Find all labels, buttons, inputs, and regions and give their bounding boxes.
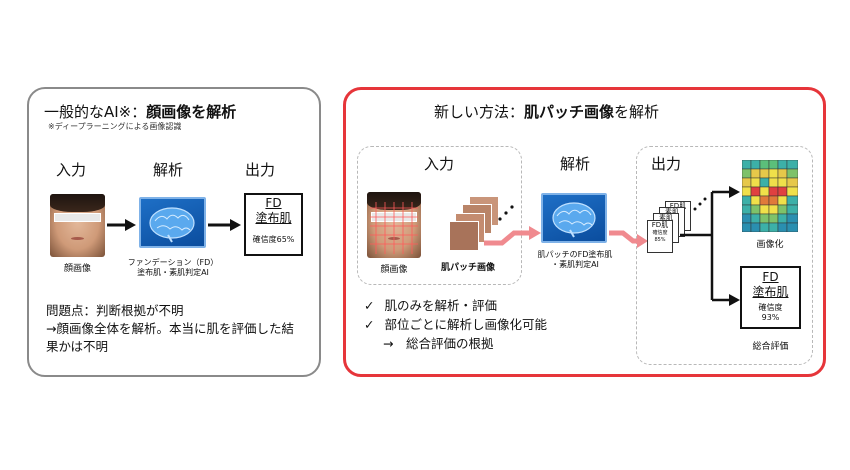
right-input-label: 入力 — [424, 155, 455, 173]
summary-conf-label: 確信度 — [758, 303, 783, 312]
heatmap-image — [742, 160, 798, 232]
skin-patch-0 — [449, 221, 479, 251]
left-face-caption: 顔画像 — [63, 264, 91, 274]
pink-arrow-2 — [609, 230, 648, 248]
result-card-1-sub: 確信度 — [652, 230, 668, 236]
right-title-bold: 肌パッチ画像 — [524, 103, 615, 121]
right-analysis-label: 解析 — [560, 155, 591, 173]
summary-result-fd: FD — [762, 270, 779, 284]
left-input-label: 入力 — [56, 161, 87, 179]
right-brain-image — [541, 193, 607, 243]
pink-arrow-1 — [484, 226, 541, 246]
right-title-normal-2: を解析 — [614, 103, 660, 121]
heatmap-grid — [742, 160, 798, 232]
check-item-2: ✓ 部位ごとに解析し画像化可能 — [364, 316, 547, 334]
grid-overlay — [370, 202, 418, 254]
check-icon: ✓ — [364, 298, 375, 313]
summary-conf-value: 93% — [761, 313, 780, 322]
brain-icon — [149, 207, 195, 243]
check-icon: ✓ — [364, 317, 375, 332]
summary-result-box — [740, 266, 801, 329]
result-card-2-label: 素肌 — [659, 214, 673, 222]
left-note: ※ディープラーニングによる画像認識 — [48, 122, 182, 131]
check-item-2-text: 部位ごとに解析し画像化可能 — [384, 317, 547, 332]
left-result-confidence: 確信度65% — [252, 235, 295, 244]
left-ai-caption-1: ファンデーション（FD） — [127, 258, 219, 267]
left-analysis-label: 解析 — [153, 161, 184, 179]
result-card-1: FD肌 確信度 85% — [647, 220, 673, 253]
left-brain-image — [139, 197, 206, 248]
left-result-type: 塗布肌 — [255, 211, 292, 225]
result-card-1-pct: 85% — [654, 237, 666, 243]
right-output-label: 出力 — [651, 155, 682, 173]
right-ai-caption-1: 肌パッチのFD塗布肌 — [537, 250, 613, 259]
summary-caption: 総合評価 — [752, 342, 789, 352]
branch-arrows — [680, 186, 740, 306]
summary-result-type: 塗布肌 — [752, 285, 789, 299]
left-result-fd: FD — [265, 196, 282, 210]
ellipsis-dots-2 — [693, 197, 707, 211]
right-ai-caption-2: ・素肌判定AI — [551, 260, 599, 269]
output-dashed-box — [636, 146, 813, 365]
right-face-image — [367, 192, 421, 258]
left-title-normal: 一般的なAI※： — [44, 103, 147, 121]
patch-caption: 肌パッチ画像 — [441, 263, 496, 273]
left-problem-line-1: 問題点：判断根拠が不明 — [46, 303, 184, 318]
brain-icon — [552, 202, 596, 238]
check-item-1-text: 肌のみを解析・評価 — [384, 298, 497, 313]
left-title-bold: 顔画像を解析 — [146, 103, 237, 121]
right-title: 新しい方法：肌パッチ画像を解析 — [434, 101, 659, 122]
left-ai-caption-2: 塗布肌・素肌判定AI — [137, 268, 209, 277]
right-face-caption: 顔画像 — [380, 265, 408, 275]
left-problem-line-3: 果かは不明 — [46, 339, 109, 354]
left-arrow-1 — [107, 219, 136, 231]
left-output-label: 出力 — [245, 161, 276, 179]
heatmap-caption: 画像化 — [756, 240, 784, 250]
left-face-image — [50, 194, 105, 257]
left-problem-line-2: →顔画像全体を解析。本当に肌を評価した結 — [46, 321, 294, 336]
left-result-box — [244, 193, 303, 256]
ellipsis-dots-1 — [498, 205, 514, 221]
result-card-1-label: FD肌 — [651, 221, 669, 229]
check-item-1: ✓ 肌のみを解析・評価 — [364, 297, 497, 315]
result-card-3-label: 素肌 — [665, 208, 679, 216]
right-title-normal-1: 新しい方法： — [434, 103, 525, 121]
left-arrow-2 — [208, 219, 241, 231]
result-card-4-label: FD肌 — [669, 202, 687, 210]
left-title: 一般的なAI※：顔画像を解析 — [44, 101, 236, 122]
check-item-3-text: → 総合評価の根拠 — [383, 336, 494, 351]
input-dashed-box — [357, 146, 522, 285]
